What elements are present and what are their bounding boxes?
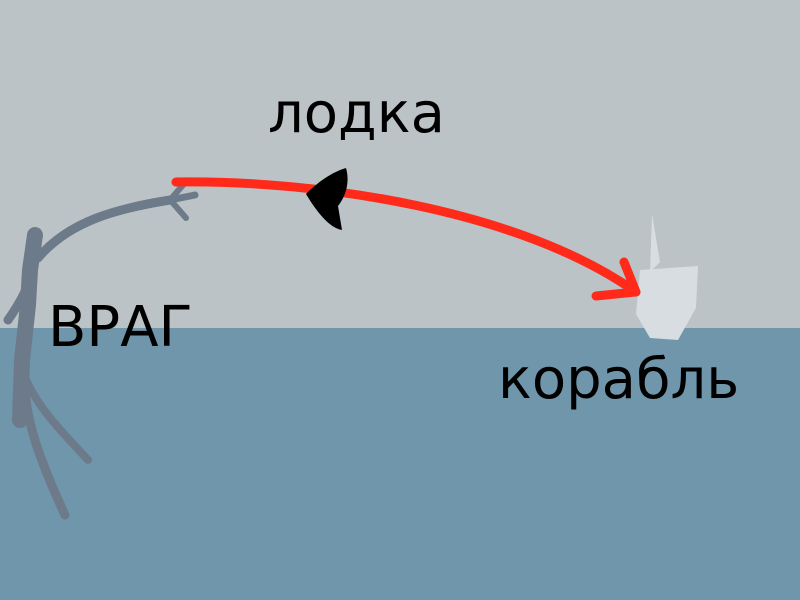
boat-shape [306, 168, 348, 230]
ship-label: корабль [498, 347, 740, 412]
sea [0, 328, 800, 600]
ship-shape [636, 214, 698, 340]
enemy-label: ВРАГ [48, 295, 193, 360]
enemy-figure [3, 182, 199, 520]
boat-label: лодка [268, 81, 445, 146]
red-arrow [171, 177, 641, 301]
